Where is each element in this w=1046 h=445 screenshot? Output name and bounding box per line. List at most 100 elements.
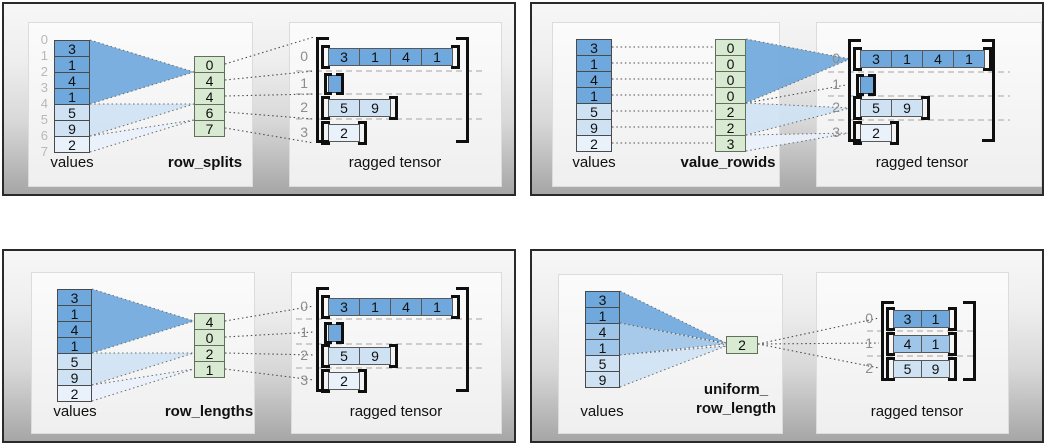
- values-cell: 2: [54, 136, 90, 153]
- tensor-cell: 1: [359, 298, 391, 316]
- values-cell: 4: [57, 321, 92, 338]
- funnel-edge-dotted: [745, 132, 851, 136]
- row-open-bracket: [321, 96, 330, 120]
- tensor-cell: 3: [860, 50, 892, 68]
- tensor-close-bracket: [982, 39, 995, 142]
- tensor-label: ragged tensor: [875, 154, 969, 171]
- funnel-edge-dotted: [745, 132, 851, 152]
- funnel-edge-dotted: [619, 345, 727, 356]
- values-cell: 3: [576, 39, 612, 56]
- row-open-bracket: [324, 322, 332, 344]
- tensor-cell: 2: [328, 124, 360, 142]
- values-cell: 1: [585, 339, 620, 356]
- encoding-cell: 0: [715, 71, 746, 88]
- tensor-row-index: 0: [300, 47, 308, 64]
- row-open-bracket: [321, 45, 330, 69]
- funnel-edge-dotted: [91, 288, 195, 322]
- tensor-cell: 4: [893, 335, 922, 353]
- encoding-cell: 2: [726, 336, 758, 354]
- tensor-row-index: 1: [300, 74, 308, 91]
- row-close-bracket: [868, 74, 876, 96]
- tensor-cell: 4: [922, 50, 954, 68]
- row-open-bracket: [853, 47, 862, 71]
- method-label: row_lengths: [164, 403, 254, 420]
- values-cell: 4: [576, 71, 612, 88]
- row-close-bracket: [948, 332, 957, 356]
- tensor-cell: 4: [390, 298, 422, 316]
- row-close-bracket: [358, 369, 367, 393]
- tensor-row-index: 2: [865, 359, 873, 376]
- values-cell: 5: [585, 355, 620, 372]
- values-cell: 3: [57, 289, 92, 306]
- tensor-label: ragged tensor: [349, 403, 443, 420]
- row-open-bracket: [321, 295, 330, 319]
- tensor-row-index: 3: [300, 371, 308, 388]
- tensor-row-index: 0: [300, 297, 308, 314]
- values-cell: 9: [576, 119, 612, 136]
- dotted-connector: [757, 343, 880, 369]
- row-close-bracket: [948, 357, 957, 381]
- values-cell: 1: [54, 88, 90, 105]
- values-cell: 4: [54, 72, 90, 89]
- row-open-bracket: [321, 121, 330, 145]
- method-label: uniform_ row_length: [695, 381, 777, 417]
- values-cell: 2: [576, 135, 612, 152]
- row-open-bracket: [886, 332, 895, 356]
- funnel-edge-dotted: [91, 368, 195, 386]
- row-open-bracket: [853, 96, 862, 120]
- row-open-bracket: [321, 344, 330, 368]
- tensor-cell: 1: [921, 335, 950, 353]
- tensor-row-index: 3: [300, 123, 308, 140]
- panel-uniform-row-length-tensor-panel: [816, 272, 1009, 434]
- values-label: values: [572, 154, 616, 171]
- encoding-cell: 4: [194, 72, 225, 89]
- value-index-label: 3: [40, 80, 48, 95]
- connector-overlay: [612, 38, 1010, 152]
- encoding-cell: 2: [715, 103, 746, 120]
- dotted-connector: [224, 111, 315, 120]
- funnel-shape: [746, 39, 850, 103]
- encoding-cell: 4: [194, 88, 225, 105]
- value-index-label: 2: [40, 64, 48, 79]
- tensor-row-index: 0: [865, 309, 873, 326]
- tensor-cell: 5: [860, 99, 892, 117]
- funnel-edge-dotted: [89, 71, 195, 105]
- tensor-cell: 2: [860, 124, 892, 142]
- dotted-connector: [224, 36, 315, 65]
- values-cell: 3: [585, 291, 620, 308]
- row-open-bracket: [853, 121, 862, 145]
- tensor-cell: 3: [893, 310, 922, 328]
- funnel-shape: [620, 323, 726, 355]
- row-close-bracket: [336, 322, 344, 344]
- row-close-bracket: [948, 307, 957, 331]
- encoding-cell: 4: [194, 313, 225, 330]
- funnel-shape: [746, 103, 850, 135]
- dotted-connector: [224, 331, 315, 338]
- row-close-bracket: [983, 47, 992, 71]
- row-open-bracket: [856, 74, 864, 96]
- value-index-label: 0: [40, 32, 48, 47]
- funnel-edge-dotted: [89, 103, 195, 137]
- tensor-row-index: 2: [300, 98, 308, 115]
- row-close-bracket: [336, 73, 344, 95]
- values-cell: 1: [57, 305, 92, 322]
- values-cell: 4: [585, 323, 620, 340]
- row-open-bracket: [886, 307, 895, 331]
- values-cell: 1: [54, 56, 90, 73]
- tensor-row-index: 2: [832, 98, 840, 115]
- encoding-cell: 0: [194, 329, 225, 346]
- funnel-edge-dotted: [745, 107, 851, 136]
- value-index-label: 5: [40, 112, 48, 127]
- values-label: values: [53, 403, 97, 420]
- row-close-bracket: [389, 344, 398, 368]
- dotted-connector: [224, 93, 315, 97]
- encoding-cell: 0: [715, 55, 746, 72]
- values-cell: 2: [57, 385, 92, 402]
- row-open-bracket: [324, 73, 332, 95]
- encoding-cell: 0: [194, 56, 225, 73]
- tensor-cell: 3: [328, 48, 360, 66]
